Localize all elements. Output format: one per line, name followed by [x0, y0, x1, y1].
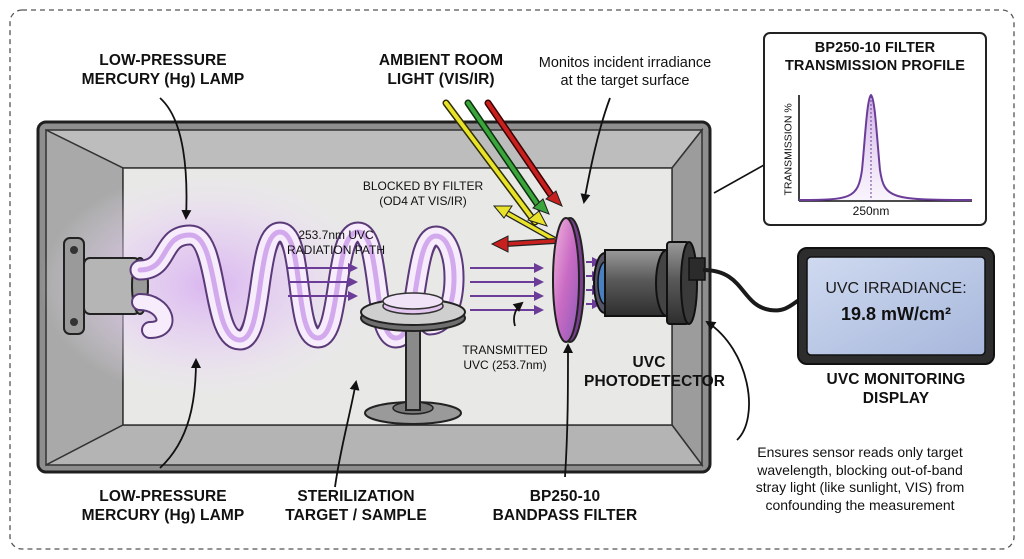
- uv-arrows-path: [288, 263, 358, 301]
- target-line2: TARGET / SAMPLE: [285, 506, 427, 524]
- monitor-note: Monitos incident irradiance at the targe…: [520, 55, 730, 90]
- lamp-label-top-line1: LOW-PRESSURE: [99, 52, 227, 69]
- inset-title-line2: TRANSMISSION PROFILE: [784, 57, 966, 74]
- photodetector-line2: PHOTODETECTOR: [584, 372, 726, 390]
- target-stand: [360, 292, 466, 425]
- radiation-path-label: 253.7nm UVC RADIATION PATH: [276, 228, 396, 258]
- display-readout-value: 19.8 mW/cm²: [840, 304, 952, 324]
- transmitted-line1: TRANSMITTED: [462, 343, 548, 357]
- uv-arrows-to-filter: [470, 263, 544, 315]
- filter-line1: BP250-10: [529, 488, 601, 505]
- sensor-note-line4: confounding the measurement: [765, 496, 955, 513]
- inset-title: BP250-10 FILTER TRANSMISSION PROFILE: [776, 40, 974, 75]
- ambient-label: AMBIENT ROOM LIGHT (VIS/IR): [356, 52, 526, 90]
- inset-xlabel: 250nm: [852, 204, 890, 218]
- lamp-label-bottom-line1: LOW-PRESSURE: [99, 488, 227, 505]
- dashed-frame: [9, 9, 1015, 550]
- photodetector-label: UVC PHOTODETECTOR: [584, 354, 726, 392]
- display-caption-line2: DISPLAY: [862, 389, 930, 407]
- ambient-light-rays: [442, 99, 563, 227]
- filter-label: BP250-10 BANDPASS FILTER: [490, 488, 640, 526]
- radiation-path-line1: 253.7nm UVC: [298, 228, 374, 242]
- lamp-label-bottom: LOW-PRESSURE MERCURY (Hg) LAMP: [58, 488, 268, 526]
- display-readout-label: UVC IRRADIANCE:: [825, 280, 967, 297]
- pointer-arrows: [159, 97, 750, 488]
- mercury-lamp-coil: [129, 221, 465, 351]
- lamp-label-top: LOW-PRESSURE MERCURY (Hg) LAMP: [68, 52, 258, 90]
- photodetector: [593, 241, 706, 325]
- lamp-label-top-line2: MERCURY (Hg) LAMP: [81, 70, 245, 88]
- inset-ylabel: TRANSMISSION %: [782, 103, 795, 196]
- ambient-label-line1: AMBIENT ROOM: [378, 52, 504, 69]
- sensor-note-line3: stray light (like sunlight, VIS) from: [755, 479, 965, 496]
- target-line1: STERILIZATION: [297, 488, 415, 505]
- reflected-rays: [490, 205, 557, 253]
- transmitted-line2: UVC (253.7nm): [463, 358, 547, 372]
- radiation-path-line2: RADIATION PATH: [286, 243, 385, 257]
- display-caption: UVC MONITORING DISPLAY: [820, 371, 972, 409]
- lamp-label-bottom-line2: MERCURY (Hg) LAMP: [81, 506, 245, 524]
- monitoring-display: [797, 247, 995, 365]
- ambient-label-line2: LIGHT (VIS/IR): [387, 70, 495, 88]
- monitor-note-line1: Monitos incident irradiance: [538, 55, 712, 71]
- sensor-note-line2: wavelength, blocking out-of-band: [757, 461, 963, 478]
- inset-graph: [713, 32, 987, 226]
- blocked-label-line2: (OD4 AT VIS/IR): [379, 194, 467, 208]
- sensor-note-line1: Ensures sensor reads only target: [757, 444, 963, 460]
- photodetector-line1: UVC: [632, 354, 666, 371]
- monitor-note-line2: at the target surface: [560, 72, 690, 89]
- blocked-label: BLOCKED BY FILTER (OD4 AT VIS/IR): [348, 179, 498, 209]
- filter-line2: BANDPASS FILTER: [492, 506, 638, 524]
- transmitted-label: TRANSMITTED UVC (253.7nm): [450, 343, 560, 373]
- inset-title-line1: BP250-10 FILTER: [814, 40, 936, 56]
- blocked-label-line1: BLOCKED BY FILTER: [362, 179, 484, 193]
- display-caption-line1: UVC MONITORING: [826, 371, 966, 388]
- sensor-cable: [702, 268, 806, 313]
- target-label: STERILIZATION TARGET / SAMPLE: [276, 488, 436, 526]
- bandpass-filter: [552, 217, 585, 343]
- sensor-note: Ensures sensor reads only target wavelen…: [720, 444, 1000, 515]
